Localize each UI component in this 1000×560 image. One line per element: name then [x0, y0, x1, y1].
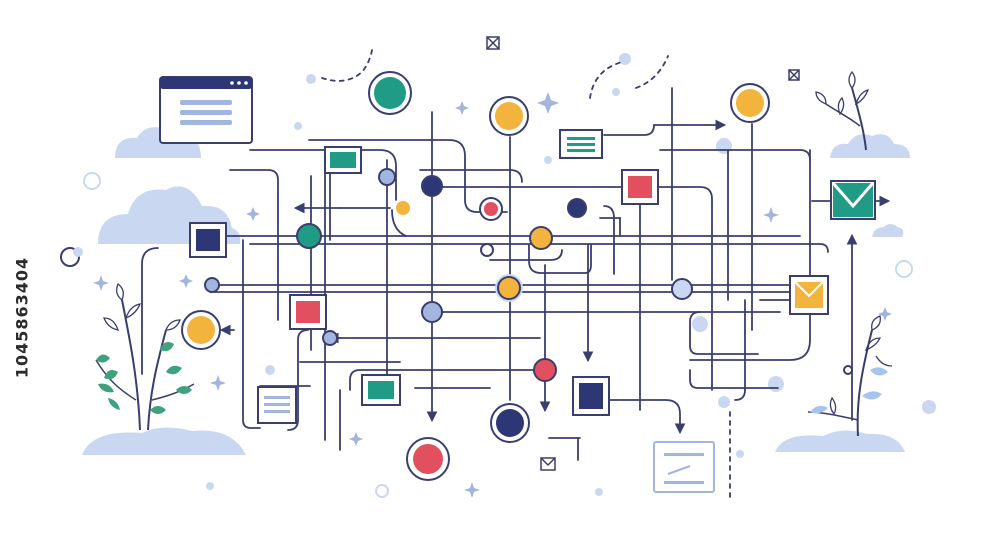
cloud-small-right — [872, 224, 904, 237]
mail-node-yellow — [789, 275, 829, 315]
browser-window — [159, 76, 253, 144]
ground-left — [82, 427, 246, 455]
connection-lines — [141, 87, 891, 461]
square-node-navy-2 — [572, 376, 610, 416]
envelope-icon-top-right — [788, 69, 800, 81]
envelope-icon-bottom — [540, 457, 556, 471]
circle-node-teal-big — [368, 71, 412, 115]
circle-node-yellow-right — [730, 83, 770, 123]
square-node-teal-2 — [361, 374, 401, 406]
dashed-lines — [321, 49, 731, 501]
plant-right-bottom — [807, 315, 893, 437]
square-node-red-2 — [289, 294, 327, 330]
square-node-teal-1 — [324, 146, 362, 174]
circle-node-red-big — [406, 437, 450, 481]
circle-nodes-small — [204, 168, 853, 382]
square-node-navy-1 — [189, 222, 227, 258]
envelope-icon-top — [486, 36, 500, 50]
chart-card — [653, 441, 715, 493]
square-node-red-1 — [621, 169, 659, 205]
circle-node-yellow-top — [489, 96, 529, 136]
cloud-top-right — [830, 134, 910, 158]
sparkles — [93, 92, 892, 498]
decor-dots — [60, 53, 936, 498]
ground-right — [775, 430, 905, 452]
list-card-bottom-left — [257, 386, 297, 424]
circle-node-yellow-left — [181, 310, 221, 350]
circle-node-navy-big — [490, 403, 530, 443]
plant-right-top — [815, 70, 870, 151]
list-card-top — [559, 129, 603, 159]
mail-node-teal — [830, 180, 876, 220]
plant-left — [95, 282, 195, 431]
